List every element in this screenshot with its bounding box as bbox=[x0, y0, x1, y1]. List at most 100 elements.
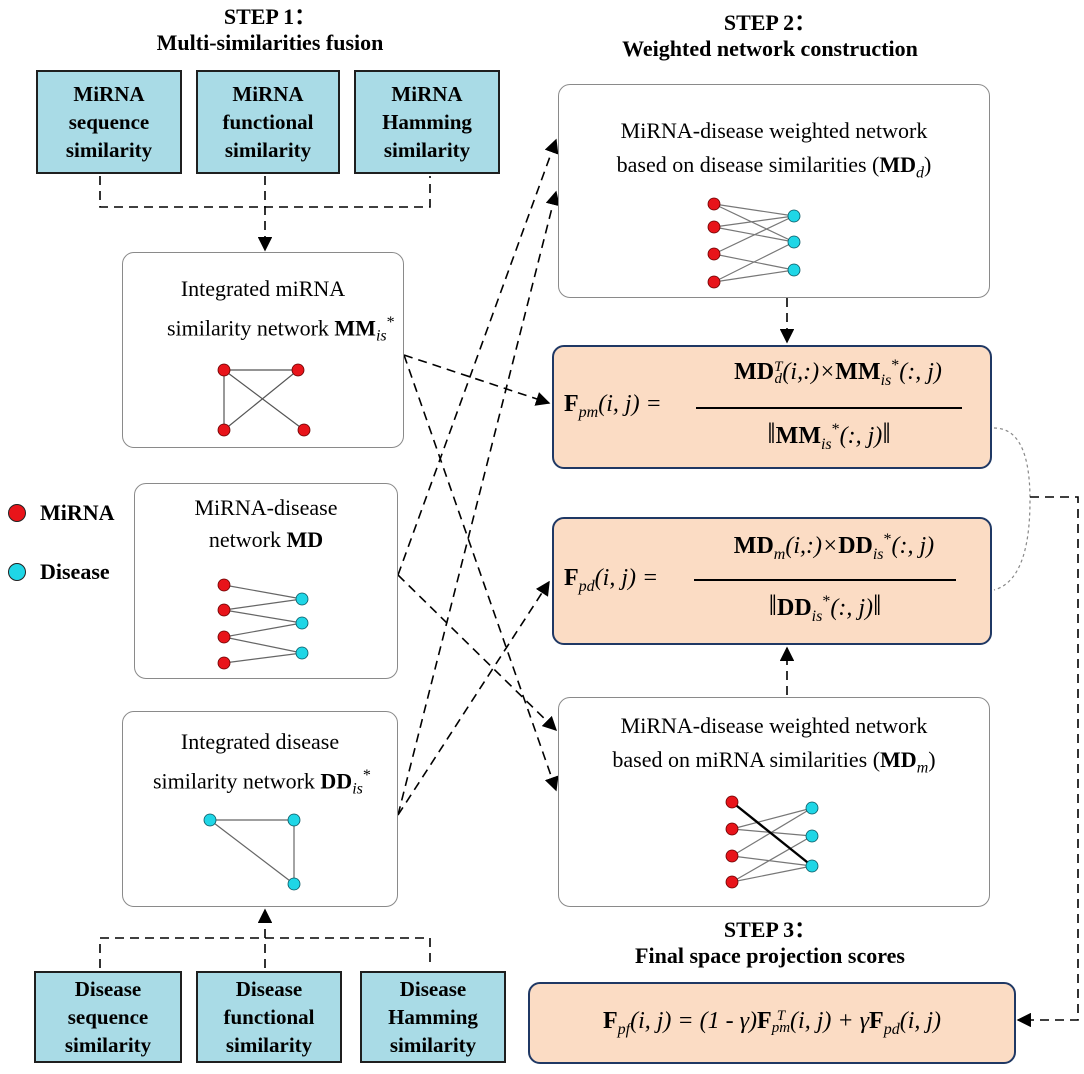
fpd-num-sub: m bbox=[773, 545, 786, 563]
fpd-den-sub: is bbox=[811, 607, 823, 625]
disease-node bbox=[805, 829, 819, 843]
fpd-den-symbol: DD bbox=[777, 595, 812, 621]
box-line: similarity bbox=[225, 1033, 313, 1057]
step1-title-text: STEP 1： bbox=[223, 4, 317, 29]
dd-network-graphic bbox=[203, 813, 301, 891]
mirna-node bbox=[725, 795, 739, 809]
md-to-mdd-arrow-1 bbox=[397, 138, 559, 576]
fpd-lhs: Fpd(i, j) = bbox=[564, 565, 658, 596]
fpf-t1-args: (i, j) + γ bbox=[790, 1008, 870, 1034]
mirna-node bbox=[707, 220, 721, 234]
fpm-den-symbol: MM bbox=[775, 423, 821, 449]
md-d-weighted-network-box: MiRNA-disease weighted network based on … bbox=[558, 84, 990, 298]
md-box-line2-text: network bbox=[208, 527, 281, 552]
step2-title: STEP 2： Weighted network construction bbox=[600, 10, 940, 62]
mirna-node bbox=[725, 875, 739, 889]
mdm-box-line2: based on miRNA similarities (MDm) bbox=[559, 744, 989, 784]
mirna-node bbox=[725, 849, 739, 863]
legend-disease-dot bbox=[8, 563, 26, 581]
fpd-num-mid: DD bbox=[838, 533, 873, 559]
disease-node bbox=[287, 877, 301, 891]
disease-node bbox=[295, 646, 309, 660]
fpf-t2-sub: pd bbox=[883, 1020, 900, 1038]
mdm-network-graphic bbox=[725, 795, 819, 889]
mirna-disease-network-box: MiRNA-disease network MD bbox=[134, 483, 398, 679]
mdd-network-graphic bbox=[707, 197, 801, 289]
mirna-node bbox=[217, 630, 231, 644]
box-line: similarity bbox=[224, 138, 312, 162]
fpd-den-sup: * bbox=[822, 593, 831, 610]
mdd-symbol: MD bbox=[879, 152, 917, 177]
legend-mirna-dot bbox=[8, 504, 26, 522]
mm-box-line1: Integrated miRNA bbox=[180, 276, 346, 301]
fpm-num-args1: (i,:)× bbox=[782, 359, 836, 385]
disease-node bbox=[287, 813, 301, 827]
legend-mirna-label: MiRNA bbox=[40, 500, 115, 525]
mm-network-graphic bbox=[217, 363, 311, 437]
fpm-lhs-sub: pm bbox=[578, 403, 599, 421]
to-final-score-arrow bbox=[1016, 496, 1079, 1028]
step3-title-text: STEP 3： bbox=[723, 917, 817, 942]
box-line: Disease bbox=[399, 977, 467, 1001]
mirna-node bbox=[217, 578, 231, 592]
disease-node bbox=[805, 859, 819, 873]
fpm-den-sup: * bbox=[831, 421, 840, 438]
dd-sub: is bbox=[352, 780, 363, 798]
mm-symbol: MM bbox=[334, 315, 376, 341]
mdd-box-line1: MiRNA-disease weighted network bbox=[620, 118, 928, 143]
integrated-mirna-network-box: Integrated miRNA similarity network MMis… bbox=[122, 252, 404, 448]
step3-subtitle-text: Final space projection scores bbox=[635, 943, 905, 968]
mm-box-line2-text: similarity network bbox=[167, 315, 329, 341]
fpd-fraction-bar bbox=[694, 579, 956, 581]
dd-box-line1: Integrated disease bbox=[180, 729, 340, 754]
mdm-box-line2-text: based on miRNA similarities ( bbox=[612, 747, 881, 772]
mirna-node bbox=[291, 363, 305, 377]
md-to-mdm-arrow bbox=[397, 574, 558, 732]
dd-sup: * bbox=[362, 767, 371, 784]
fpd-num-mid-sub: is bbox=[872, 545, 884, 563]
md-box-line1: MiRNA-disease bbox=[194, 495, 338, 520]
mirna-node bbox=[725, 822, 739, 836]
fpd-num-symbol: MD bbox=[733, 533, 774, 559]
mdd-box-line2: based on disease similarities (MDd) bbox=[559, 149, 989, 189]
fpf-t2-args: (i, j) bbox=[899, 1008, 942, 1034]
fpd-lhs-sub: pd bbox=[578, 577, 595, 595]
mirna-node bbox=[217, 363, 231, 377]
disease-node bbox=[295, 616, 309, 630]
box-line: functional bbox=[222, 110, 314, 134]
fpf-t1-sup: T bbox=[776, 1008, 786, 1025]
dd-to-fpd-arrow bbox=[397, 580, 550, 816]
box-line: similarity bbox=[383, 138, 471, 162]
disease-node bbox=[295, 592, 309, 606]
box-line: MiRNA bbox=[73, 82, 145, 106]
md-box-line2: network MD bbox=[135, 524, 397, 556]
disease-node bbox=[805, 801, 819, 815]
box-line: similarity bbox=[389, 1033, 477, 1057]
fpm-num-symbol: MD bbox=[734, 359, 775, 385]
fpd-numerator: MDm(i,:)×DDis*(:, j) bbox=[684, 531, 984, 564]
step1-subtitle-text: Multi-similarities fusion bbox=[156, 30, 384, 55]
mdd-close: ) bbox=[924, 152, 932, 177]
fpf-lhs-symbol: F bbox=[602, 1008, 618, 1034]
fpd-num-args2: (:, j) bbox=[891, 533, 935, 559]
dd-symbol: DD bbox=[320, 768, 353, 794]
mm-to-fpm-arrow bbox=[403, 354, 551, 406]
fpd-lhs-args: (i, j) = bbox=[594, 565, 659, 591]
fpm-num-sub: d bbox=[774, 371, 783, 388]
step2-subtitle-text: Weighted network construction bbox=[622, 36, 918, 61]
mdm-close: ) bbox=[928, 747, 936, 772]
box-line: Disease bbox=[74, 977, 142, 1001]
dd-to-mdd-arrow bbox=[397, 190, 560, 816]
box-line: similarity bbox=[64, 1033, 152, 1057]
box-line: sequence bbox=[68, 110, 150, 134]
md-network-graphic bbox=[217, 578, 309, 670]
dd-box-line2: similarity network DDis* bbox=[123, 760, 397, 806]
fpm-lhs-symbol: F bbox=[564, 391, 579, 417]
